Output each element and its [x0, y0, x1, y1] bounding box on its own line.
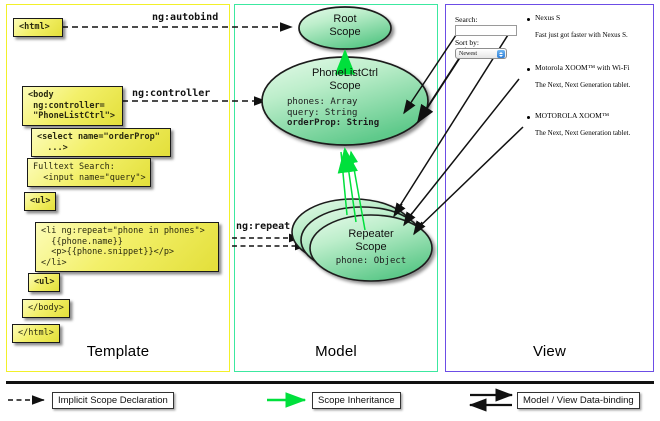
repeater-scope-stack: [291, 198, 433, 282]
edge-label-ng-repeat: ng:repeat: [236, 221, 291, 232]
code-box-li-ng-repeat: <li ng:repeat="phone in phones"> {{phone…: [35, 222, 219, 272]
code-box-html-open: <html>: [13, 18, 63, 37]
phone-snippet: The Next, Next Generation tablet.: [535, 129, 631, 137]
phone-snippet: The Next, Next Generation tablet.: [535, 81, 631, 89]
databinding-arrow-phone-3: [413, 126, 524, 236]
code-box-fulltext-search: Fulltext Search: <input name="query">: [27, 158, 151, 187]
chevron-updown-icon[interactable]: [497, 50, 505, 58]
edge-label-ng-controller: ng:controller: [132, 88, 211, 99]
phone-name[interactable]: Motorola XOOM™ with Wi-Fi: [535, 63, 630, 72]
sort-by-selected-value: Newest: [459, 51, 477, 57]
legend-connector-layer: [8, 388, 514, 412]
phone-name[interactable]: Nexus S: [535, 13, 561, 22]
databinding-arrow-orderprop: [416, 47, 467, 124]
databinding-arrow-query: [403, 25, 463, 115]
code-box-ul-open: <ul>: [24, 192, 56, 211]
list-bullet: [527, 116, 530, 119]
arrow-inheritance-repeater: [337, 147, 366, 231]
databinding-arrow-phone-2: [403, 78, 520, 227]
legend-item-scope-inheritance: Scope Inheritance: [312, 392, 401, 409]
code-box-body-close: </body>: [22, 299, 70, 318]
code-box-body-controller: <body ng:controller= "PhoneListCtrl">: [22, 86, 123, 126]
panel-label-view: View: [532, 343, 567, 360]
search-input[interactable]: [455, 25, 517, 36]
code-box-html-close: </html>: [12, 324, 60, 343]
phone-name[interactable]: MOTOROLA XOOM™: [535, 111, 610, 120]
panel-view: [445, 4, 654, 372]
panel-label-model: Model: [315, 343, 357, 360]
code-box-select-orderprop: <select name="orderProp" ...>: [31, 128, 171, 157]
code-box-ul-close: <ul>: [28, 273, 60, 292]
list-bullet: [527, 18, 530, 21]
root-scope-ellipse: [298, 6, 392, 50]
phonelistctrl-scope-ellipse: [261, 56, 429, 146]
edge-label-ng-autobind: ng:autobind: [152, 12, 219, 23]
sort-by-label: Sort by:: [455, 38, 479, 47]
legend-item-model-view-data-binding: Model / View Data-binding: [517, 392, 640, 409]
phone-snippet: Fast just got faster with Nexus S.: [535, 31, 628, 39]
panel-label-template: Template: [86, 343, 150, 360]
legend-item-implicit-scope-declaration: Implicit Scope Declaration: [52, 392, 174, 409]
search-label: Search:: [455, 15, 478, 24]
legend-divider: [6, 381, 654, 384]
sort-by-select[interactable]: Newest: [455, 48, 507, 59]
arrow-ng-repeat: [232, 233, 307, 251]
list-bullet: [527, 68, 530, 71]
